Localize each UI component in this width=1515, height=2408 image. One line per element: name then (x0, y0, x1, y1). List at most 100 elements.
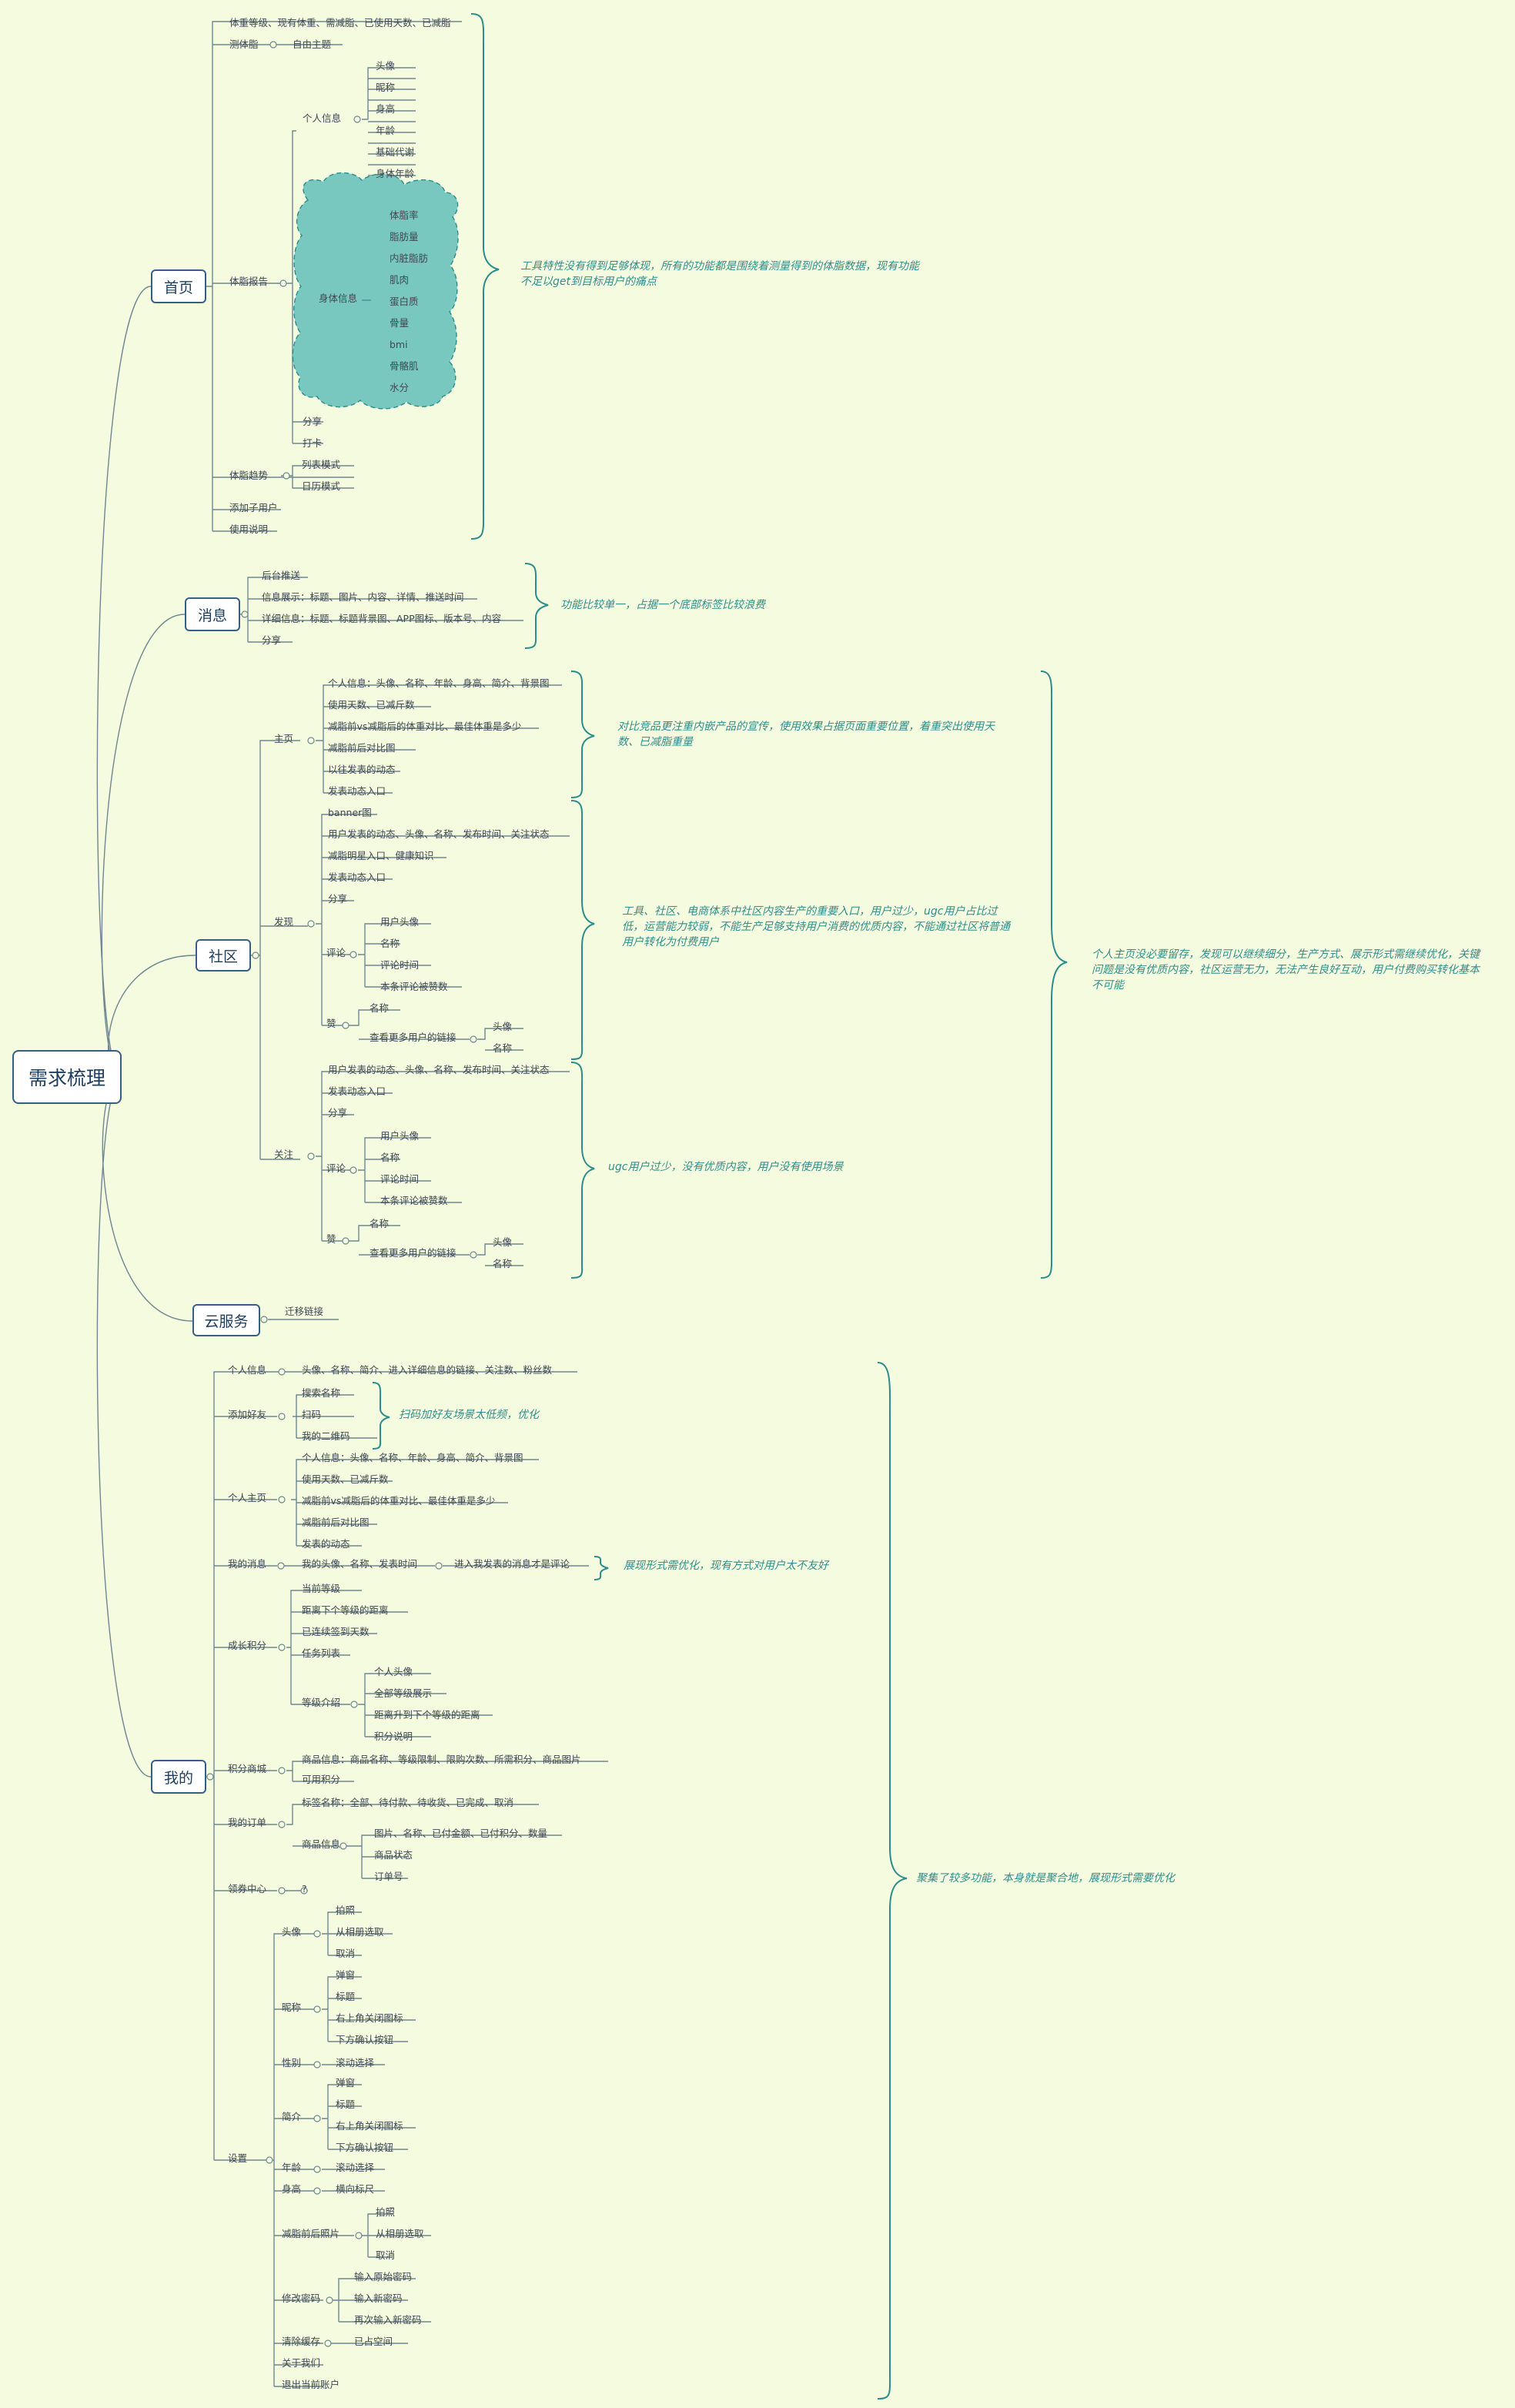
personal-info-item-0: 头像 (376, 60, 396, 72)
bio-option-1: 标题 (336, 2099, 356, 2110)
trend-calendar-mode: 日历模式 (302, 480, 341, 492)
discover-comment: 评论 (326, 947, 346, 958)
follow-item-2: 分享 (328, 1107, 348, 1119)
home-fat-trend: 体脂趋势 (229, 470, 269, 481)
coupon-center-content: ? (302, 1883, 307, 1895)
add-friend-note: 扫码加好友场景太低频，优化 (399, 1409, 539, 1421)
homepage-item-2: 减脂前vs减脂后的体重对比、最佳体重是多少 (328, 721, 522, 732)
follow-like-avatar: 头像 (493, 1236, 513, 1248)
mine-homepage: 个人主页 (228, 1492, 267, 1503)
mall-available-points: 可用积分 (302, 1774, 341, 1785)
personal-info-item-5: 身体年龄 (376, 168, 415, 179)
follow-item-0: 用户发表的动态、头像、名称、发布时间、关注状态 (328, 1064, 550, 1075)
settings-gender: 性别 (282, 2057, 302, 2069)
body-info-item-3: 肌肉 (390, 274, 410, 286)
mine-personal-info: 个人信息 (228, 1364, 267, 1376)
branch-community[interactable]: 社区 (196, 939, 251, 972)
follow-item-1: 发表动态入口 (328, 1085, 386, 1097)
mine-homepage-item-1: 使用天数、已减斤数 (302, 1473, 389, 1485)
community-discover-note: 工具、社区、电商体系中社区内容生产的重要入口，用户过少，ugc用户占比过低，运营… (622, 905, 1010, 948)
branch-cloud-service[interactable]: 云服务 (192, 1304, 260, 1336)
branch-message[interactable]: 消息 (185, 597, 240, 631)
root-node[interactable]: 需求梳理 (12, 1050, 122, 1104)
password-option-0: 输入原始密码 (354, 2271, 413, 2283)
discover-like-subname: 名称 (493, 1042, 513, 1054)
homepage-item-3: 减脂前后对比图 (328, 742, 396, 754)
bio-option-0: 弹窗 (336, 2077, 356, 2089)
community-discover: 发现 (274, 916, 294, 928)
settings-height: 身高 (282, 2183, 302, 2195)
clear-cache-content: 已占空间 (354, 2336, 393, 2347)
avatar-option-2: 取消 (336, 1948, 356, 1959)
mine-homepage-item-0: 个人信息：头像、名称、年龄、身高、简介、背景图 (302, 1452, 523, 1463)
orders-order-number: 订单号 (374, 1871, 403, 1882)
discover-item-4: 分享 (328, 893, 348, 905)
mine-messages-content: 我的头像、名称、发表时间 (302, 1558, 418, 1570)
home-note: 工具特性没有得到足够体现，所有的功能都是围绕着测量得到的体脂数据，现有功能不足以… (520, 260, 919, 288)
home-measure-fat: 测体脂 (229, 38, 259, 50)
follow-like-name: 名称 (370, 1218, 390, 1229)
discover-comment-item-1: 名称 (380, 938, 400, 949)
settings-change-password: 修改密码 (282, 2293, 321, 2304)
settings-about-us[interactable]: 关于我们 (282, 2357, 321, 2369)
mine-homepage-item-2: 减脂前vs减脂后的体重对比、最佳体重是多少 (302, 1495, 496, 1507)
settings-before-after-photo: 减脂前后照片 (282, 2228, 340, 2239)
body-info-item-6: bmi (390, 339, 408, 350)
level-intro-item-2: 距离升到下个等级的距离 (374, 1709, 480, 1721)
orders-product-status: 商品状态 (374, 1849, 413, 1861)
discover-like-avatar: 头像 (493, 1021, 513, 1032)
follow-like-subname: 名称 (493, 1258, 513, 1269)
mall-product-info: 商品信息：商品名称、等级限制、限购次数、所需积分、商品图片 (302, 1754, 581, 1765)
discover-item-1: 用户发表的动态、头像、名称、发布时间、关注状态 (328, 828, 550, 840)
mine-homepage-item-3: 减脂前后对比图 (302, 1517, 370, 1528)
mine-personal-info-content: 头像、名称、简介、进入详细信息的链接、关注数、粉丝数 (302, 1364, 553, 1376)
bio-option-3: 下方确认按钮 (336, 2142, 394, 2153)
personal-info-item-2: 身高 (376, 103, 396, 115)
msg-display: 信息展示：标题、图片、内容、详情、推送时间 (262, 591, 464, 603)
photo-option-1: 从相册选取 (376, 2228, 424, 2239)
settings-age: 年龄 (282, 2162, 302, 2173)
settings-clear-cache: 清除缓存 (282, 2336, 321, 2347)
settings-nickname: 昵称 (282, 2002, 302, 2013)
message-note: 功能比较单一，占据一个底部标签比较浪费 (560, 599, 765, 611)
settings-avatar: 头像 (282, 1926, 302, 1938)
nickname-option-1: 标题 (336, 1991, 356, 2002)
homepage-item-1: 使用天数、已减斤数 (328, 699, 415, 711)
body-info-item-2: 内脏脂肪 (390, 253, 429, 264)
branch-home[interactable]: 首页 (151, 269, 206, 303)
home-free-topic: 自由主题 (293, 38, 332, 50)
growth-points-item-2: 已连续签到天数 (302, 1626, 370, 1637)
msg-push: 后台推送 (262, 570, 301, 581)
home-checkin: 打卡 (303, 437, 323, 449)
mine-coupon-center: 领券中心 (228, 1883, 267, 1895)
body-info-cloud (292, 172, 459, 410)
photo-option-0: 拍照 (376, 2206, 396, 2218)
community-follow: 关注 (274, 1149, 294, 1160)
mine-note: 聚集了较多功能，本身就是聚合地，展现形式需要优化 (916, 1872, 1175, 1885)
password-option-2: 再次输入新密码 (354, 2314, 422, 2326)
body-info-item-7: 骨骼肌 (390, 360, 419, 372)
personal-info-item-3: 年龄 (376, 125, 396, 136)
follow-like-more: 查看更多用户的链接 (370, 1247, 457, 1259)
mine-messages: 我的消息 (228, 1558, 267, 1570)
discover-comment-item-3: 本条评论被赞数 (380, 981, 448, 992)
homepage-item-4: 以往发表的动态 (328, 764, 396, 775)
follow-like: 赞 (326, 1233, 336, 1245)
growth-points-item-3: 任务列表 (302, 1647, 341, 1659)
cloud-migrate-link: 迁移链接 (285, 1306, 324, 1317)
mine-homepage-item-4: 发表的动态 (302, 1538, 350, 1550)
follow-comment-item-1: 名称 (380, 1152, 400, 1163)
growth-level-intro: 等级介绍 (302, 1697, 341, 1708)
discover-item-3: 发表动态入口 (328, 871, 386, 883)
community-homepage: 主页 (274, 733, 294, 744)
community-homepage-note: 对比竞品更注重内嵌产品的宣传，使用效果占据页面重要位置，着重突出使用天数、已减脂… (617, 721, 995, 748)
nickname-option-3: 下方确认按钮 (336, 2034, 394, 2045)
discover-comment-item-2: 评论时间 (380, 959, 420, 971)
mine-messages-content2: 进入我发表的消息才是评论 (454, 1558, 570, 1570)
branch-mine[interactable]: 我的 (151, 1760, 206, 1794)
settings-logout[interactable]: 退出当前账户 (282, 2379, 340, 2390)
orders-tabs: 标签名称：全部、待付款、待收货、已完成、取消 (302, 1797, 514, 1808)
discover-comment-item-0: 用户头像 (380, 916, 420, 928)
body-info-item-5: 骨量 (390, 317, 410, 329)
personal-info-item-1: 昵称 (376, 82, 396, 93)
